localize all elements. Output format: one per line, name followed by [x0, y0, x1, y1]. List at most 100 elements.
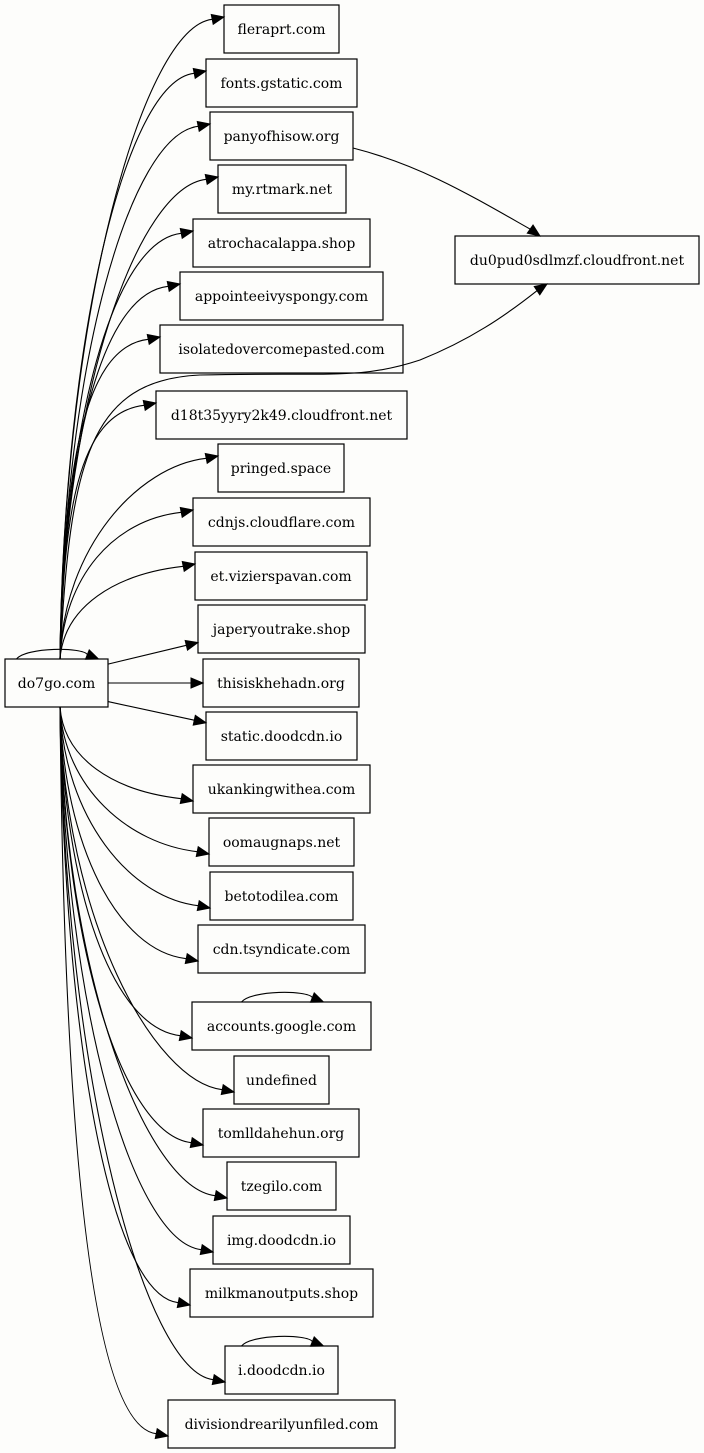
- edge-arrowhead: [196, 120, 212, 133]
- node-box: [224, 1345, 339, 1395]
- node-box: [226, 1161, 337, 1211]
- edge-arrowhead: [176, 1296, 192, 1309]
- edge-do7go-to-milkman: [59, 706, 192, 1309]
- edge-line: [59, 706, 187, 960]
- node-vizierspavan: et.vizierspavan.com: [194, 551, 368, 601]
- node-box: [191, 1001, 372, 1051]
- node-label: accounts.google.com: [207, 1019, 356, 1035]
- edge-arrowhead: [178, 1029, 194, 1042]
- node-box: [209, 871, 354, 921]
- node-box: [197, 924, 366, 974]
- node-box: [155, 390, 408, 440]
- edge-arrowhead: [142, 399, 158, 412]
- node-oomaugnaps: oomaugnaps.net: [208, 817, 355, 867]
- node-label: static.doodcdn.io: [221, 729, 343, 745]
- edge-line: [59, 290, 538, 660]
- edge-do7go-to-isolatedovercomepasted: [59, 333, 162, 660]
- edge-arrowhead: [211, 1373, 227, 1386]
- edge-arrowhead: [309, 1336, 325, 1347]
- node-ukankingwithea: ukankingwithea.com: [192, 764, 371, 814]
- edge-arrowhead: [526, 224, 542, 237]
- edge-do7go-to-divisiondrearily: [59, 706, 170, 1440]
- node-tomlldahehun: tomlldahehun.org: [202, 1108, 360, 1158]
- node-fleraprt: fleraprt.com: [223, 4, 340, 54]
- node-thisiskhehadn: thisiskhehadn.org: [202, 658, 360, 708]
- node-divisiondrearily: divisiondrearilyunfiled.com: [167, 1399, 396, 1449]
- edge-do7go-to-tsyndicate: [59, 706, 200, 965]
- node-label: my.rtmark.net: [232, 182, 333, 198]
- node-box: [209, 111, 354, 161]
- edge-line: [59, 706, 182, 800]
- node-box: [454, 235, 700, 285]
- edge-arrowhead: [84, 649, 100, 660]
- edge-arrowhead: [179, 506, 195, 519]
- edge-line: [59, 706, 198, 853]
- edge-arrowhead: [309, 992, 325, 1003]
- node-box: [212, 1215, 351, 1265]
- edge-do7go-to-japeryoutrake: [107, 639, 200, 665]
- edge-do7go-to-pringed: [59, 452, 220, 660]
- edge-line: [59, 706, 157, 1435]
- edge-do7go-to-tzegilo: [59, 706, 229, 1202]
- node-atrochacalappa: atrochacalappa.shop: [192, 218, 371, 268]
- node-box: [197, 604, 366, 654]
- edge-do7go-to-d18t35: [59, 399, 158, 660]
- edge-line: [59, 706, 202, 1251]
- edge-do7go-to-appointeeivyspongy: [59, 280, 182, 660]
- edge-do7go-to-google: [59, 706, 194, 1042]
- edge-arrowhead: [533, 283, 549, 296]
- edge-arrowhead: [184, 639, 200, 652]
- node-box: [223, 4, 340, 54]
- edge-do7go-to-thisiskhehadn: [108, 677, 205, 689]
- edge-do7go-to-staticdood: [107, 701, 208, 726]
- edge-line: [59, 565, 184, 660]
- edge-arrowhead: [195, 845, 211, 858]
- edge-arrowhead: [204, 173, 220, 186]
- edge-arrowhead: [181, 560, 197, 573]
- node-box: [194, 551, 368, 601]
- node-tsyndicate: cdn.tsyndicate.com: [197, 924, 366, 974]
- edge-do7go-to-vizierspavan: [59, 560, 197, 660]
- node-label: fleraprt.com: [238, 22, 326, 38]
- node-box: [192, 218, 371, 268]
- node-label: du0pud0sdlmzf.cloudfront.net: [470, 253, 685, 269]
- node-label: panyofhisow.org: [224, 129, 340, 145]
- edge-panyofhisow-to-du0pud: [352, 147, 542, 237]
- edge-arrowhead: [166, 280, 182, 293]
- node-label: atrochacalappa.shop: [208, 236, 356, 252]
- node-label: betotodilea.com: [225, 889, 339, 905]
- edge-arrowhead: [179, 227, 195, 240]
- node-label: undefined: [246, 1073, 317, 1089]
- edge-line: [59, 706, 214, 1381]
- node-box: [233, 1055, 330, 1105]
- edge-line: [59, 706, 223, 1091]
- node-box: [217, 164, 347, 214]
- edge-do7go-to-du0pud: [59, 283, 549, 660]
- edge-line: [241, 1335, 313, 1347]
- node-imgdood: img.doodcdn.io: [212, 1215, 351, 1265]
- edge-arrowhead: [154, 1427, 170, 1440]
- node-box: [202, 1108, 360, 1158]
- edge-do7go-to-fleraprt: [59, 13, 226, 660]
- node-label: img.doodcdn.io: [227, 1233, 336, 1249]
- node-label: fonts.gstatic.com: [221, 76, 343, 92]
- node-box: [192, 764, 371, 814]
- node-label: cdnjs.cloudflare.com: [208, 515, 355, 531]
- self-loop-edge: [241, 1335, 325, 1347]
- node-betotodilea: betotodilea.com: [209, 871, 354, 921]
- edge-arrowhead: [146, 333, 162, 346]
- edge-arrowhead: [179, 792, 195, 805]
- self-loop-edge: [16, 648, 100, 660]
- edge-do7go-to-gstatic: [59, 67, 208, 660]
- edge-line: [59, 706, 192, 1144]
- node-milkman: milkmanoutputs.shop: [189, 1268, 374, 1318]
- edge-do7go-to-undefined: [59, 706, 236, 1096]
- edge-do7go-to-cdnjs: [59, 506, 195, 660]
- node-box: [217, 443, 345, 493]
- node-label: cdn.tsyndicate.com: [213, 942, 351, 958]
- node-gstatic: fonts.gstatic.com: [205, 58, 358, 108]
- node-box: [189, 1268, 374, 1318]
- node-label: d18t35yyry2k49.cloudfront.net: [171, 408, 393, 424]
- node-d18t35: d18t35yyry2k49.cloudfront.net: [155, 390, 408, 440]
